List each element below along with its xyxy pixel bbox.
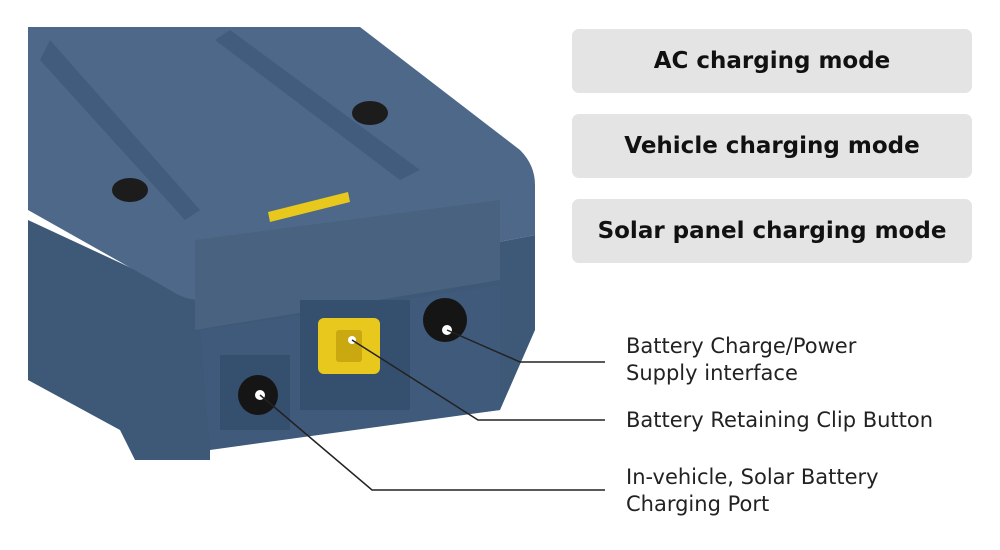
leader-line [259, 394, 605, 491]
callout-line: Supply interface [626, 361, 798, 385]
charging-port-callout: In-vehicle, Solar Battery Charging Port [626, 464, 879, 518]
solar-charging-mode-label: Solar panel charging mode [572, 199, 972, 263]
yellow-indicator [268, 192, 350, 222]
leader-line [446, 329, 605, 363]
power-interface-callout: Battery Charge/Power Supply interface [626, 333, 856, 387]
ac-charging-mode-label: AC charging mode [572, 29, 972, 93]
power-interface-port [423, 298, 467, 342]
mounting-knob [352, 101, 388, 125]
callout-line: Battery Charge/Power [626, 334, 857, 358]
mounting-knob [112, 178, 148, 202]
callout-line: In-vehicle, Solar Battery [626, 465, 879, 489]
battery-front [195, 200, 500, 330]
callout-line: Charging Port [626, 492, 770, 516]
leader-line [351, 339, 605, 421]
clip-button-callout: Battery Retaining Clip Button [626, 408, 934, 432]
vehicle-charging-mode-label: Vehicle charging mode [572, 114, 972, 178]
